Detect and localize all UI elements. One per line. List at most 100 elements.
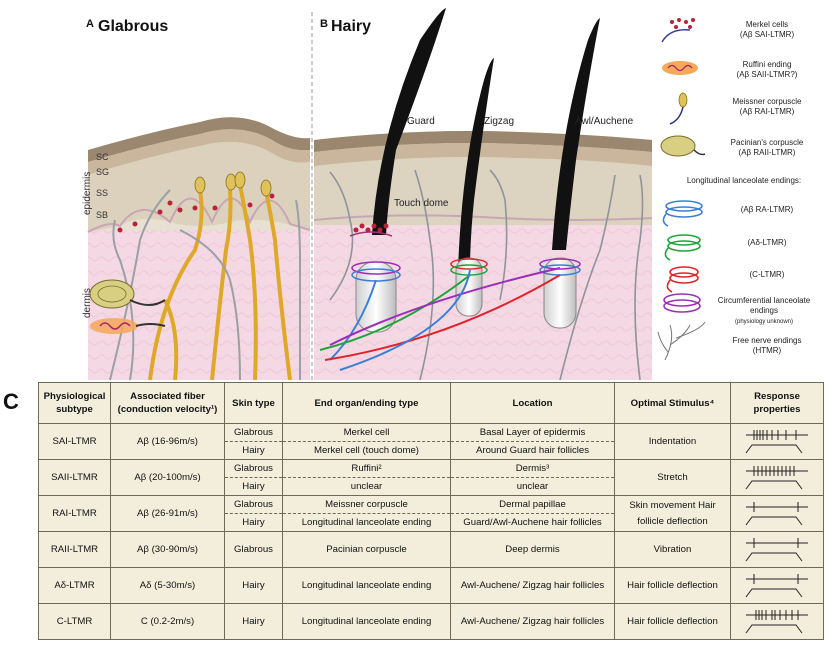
response-trace-ad <box>742 572 812 600</box>
cell-skin: Hairy <box>225 604 283 640</box>
header-location: Location <box>451 383 615 424</box>
panel-b-hairy <box>314 8 652 380</box>
cell-response-ra <box>731 496 824 532</box>
cell-skin: Hairy <box>225 478 283 496</box>
cell-stimulus: Hair follicle deflection <box>615 604 731 640</box>
cell-location: Guard/Awl-Auchene hair follicles <box>451 514 615 532</box>
legend-circumferential: Circumferential lanceolate endings(physi… <box>706 296 822 327</box>
cell-stimulus: Indentation <box>615 424 731 460</box>
cell-fiber: Aδ (5-30m/s) <box>111 568 225 604</box>
cell-response-ra2 <box>731 532 824 568</box>
panel-b-title: Hairy <box>331 18 371 36</box>
cell-fiber: Aβ (16-96m/s) <box>111 424 225 460</box>
cell-organ: Merkel cell <box>283 424 451 442</box>
header-fiber: Associated fiber (conduction velocity¹) <box>111 383 225 424</box>
lanceolate-ad-icon <box>665 235 700 260</box>
cell-organ: Ruffini² <box>283 460 451 478</box>
layer-label-sg: SG <box>96 167 109 177</box>
panel-a-glabrous <box>88 117 310 380</box>
table-row: SAII-LTMR Aβ (20-100m/s) Glabrous Ruffin… <box>39 460 824 478</box>
cell-response-c <box>731 604 824 640</box>
table-row: Aδ-LTMR Aδ (5-30m/s) Hairy Longitudinal … <box>39 568 824 604</box>
cell-location: unclear <box>451 478 615 496</box>
cell-organ: Merkel cell (touch dome) <box>283 442 451 460</box>
cell-location: Dermis³ <box>451 460 615 478</box>
legend-icons <box>658 18 705 360</box>
cell-location: Around Guard hair follicles <box>451 442 615 460</box>
table-row: RAII-LTMR Aβ (30-90m/s) Glabrous Pacinia… <box>39 532 824 568</box>
dermis-label: dermis <box>82 288 93 318</box>
hair-label-awl: Awl/Auchene <box>575 116 633 127</box>
cell-fiber: Aβ (26-91m/s) <box>111 496 225 532</box>
cell-subtype: SAI-LTMR <box>39 424 111 460</box>
cell-location: Deep dermis <box>451 532 615 568</box>
response-trace-sa2 <box>742 464 812 492</box>
cell-subtype: SAII-LTMR <box>39 460 111 496</box>
panel-b-letter: B <box>320 18 328 30</box>
cell-stimulus: Vibration <box>615 532 731 568</box>
table-row: C-LTMR C (0.2-2m/s) Hairy Longitudinal l… <box>39 604 824 640</box>
legend-lanceolate-ad: (Aδ-LTMR) <box>712 238 822 248</box>
layer-label-ss: SS <box>96 188 108 198</box>
cell-skin: Glabrous <box>225 532 283 568</box>
cell-location: Awl-Auchene/ Zigzag hair follicles <box>451 568 615 604</box>
response-trace-ra2 <box>742 536 812 564</box>
legend-lanceolate-title: Longitudinal lanceolate endings: <box>660 176 828 186</box>
response-trace-sa1 <box>742 428 812 456</box>
table-row: SAI-LTMR Aβ (16-96m/s) Glabrous Merkel c… <box>39 424 824 442</box>
lanceolate-ab-icon <box>663 201 702 226</box>
cell-skin: Hairy <box>225 568 283 604</box>
legend-lanceolate-c: (C-LTMR) <box>712 270 822 280</box>
cell-skin: Hairy <box>225 514 283 532</box>
response-trace-c <box>742 608 812 636</box>
table-header-row: Physiological subtype Associated fiber (… <box>39 383 824 424</box>
cell-fiber: Aβ (20-100m/s) <box>111 460 225 496</box>
layer-label-sb: SB <box>96 210 108 220</box>
cell-skin: Glabrous <box>225 424 283 442</box>
header-organ: End organ/ending type <box>283 383 451 424</box>
legend-meissner: Meissner corpuscle(Aβ RAI-LTMR) <box>712 97 822 117</box>
hair-label-guard: Guard <box>407 116 435 127</box>
cell-response-ad <box>731 568 824 604</box>
lanceolate-c-icon <box>667 267 698 292</box>
table-row: RAI-LTMR Aβ (26-91m/s) Glabrous Meissner… <box>39 496 824 514</box>
cell-location: Dermal papillae <box>451 496 615 514</box>
circumferential-icon <box>664 294 700 312</box>
cell-stimulus: Hair follicle deflection <box>615 568 731 604</box>
panel-a-letter: A <box>86 18 94 30</box>
cell-organ: Pacinian corpuscle <box>283 532 451 568</box>
legend-ruffini: Ruffini ending(Aβ SAII-LTMR?) <box>712 60 822 80</box>
cell-organ: Longitudinal lanceolate ending <box>283 568 451 604</box>
cell-skin: Glabrous <box>225 460 283 478</box>
touch-dome-label: Touch dome <box>394 198 448 209</box>
cell-skin: Hairy <box>225 442 283 460</box>
cell-organ: Longitudinal lanceolate ending <box>283 604 451 640</box>
cell-skin: Glabrous <box>225 496 283 514</box>
cell-subtype: RAII-LTMR <box>39 532 111 568</box>
header-response: Response properties <box>731 383 824 424</box>
header-subtype: Physiological subtype <box>39 383 111 424</box>
header-skin: Skin type <box>225 383 283 424</box>
cell-fiber: C (0.2-2m/s) <box>111 604 225 640</box>
cell-location: Awl-Auchene/ Zigzag hair follicles <box>451 604 615 640</box>
hair-label-zigzag: Zigzag <box>484 116 514 127</box>
legend-free-nerve: Free nerve endings(HTMR) <box>712 336 822 356</box>
skin-illustration <box>0 0 829 380</box>
cell-organ: Meissner corpuscle <box>283 496 451 514</box>
cell-stimulus: Stretch <box>615 460 731 496</box>
merkel-icon <box>662 18 695 42</box>
cell-response-sa1 <box>731 424 824 460</box>
legend-lanceolate-ab: (Aβ RA-LTMR) <box>712 205 822 215</box>
layer-label-sc: SC <box>96 152 109 162</box>
free-nerve-icon <box>658 322 705 360</box>
legend-merkel: Merkel cells(Aβ SAI-LTMR) <box>712 20 822 40</box>
meissner-icon <box>670 93 687 124</box>
cell-organ: Longitudinal lanceolate ending <box>283 514 451 532</box>
ltmr-table: Physiological subtype Associated fiber (… <box>38 382 824 640</box>
pacinian-icon <box>661 136 705 156</box>
cell-subtype: Aδ-LTMR <box>39 568 111 604</box>
panel-c-letter: C <box>3 389 19 415</box>
response-trace-ra <box>742 500 812 528</box>
cell-response-sa2 <box>731 460 824 496</box>
cell-subtype: RAI-LTMR <box>39 496 111 532</box>
